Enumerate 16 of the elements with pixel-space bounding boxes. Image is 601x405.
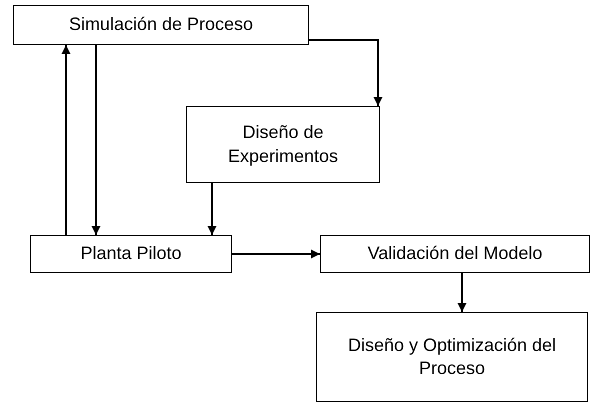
process-box: [316, 312, 588, 402]
process-box: [186, 106, 380, 183]
arrow: [62, 45, 70, 235]
box-label: Diseño y Optimización del Proceso: [346, 334, 558, 380]
arrow: [309, 39, 382, 106]
box-label: Planta Piloto: [80, 242, 182, 266]
process-box: [30, 235, 232, 273]
process-box: [320, 235, 590, 273]
box-label: Simulación de Proceso: [68, 13, 254, 36]
process-box: [13, 5, 309, 45]
arrow: [92, 45, 100, 235]
arrow: [232, 250, 320, 258]
box-label: Diseño de Experimentos: [226, 121, 340, 168]
box-label: Validación del Modelo: [368, 242, 542, 266]
arrow: [208, 183, 216, 235]
arrow: [458, 273, 466, 312]
